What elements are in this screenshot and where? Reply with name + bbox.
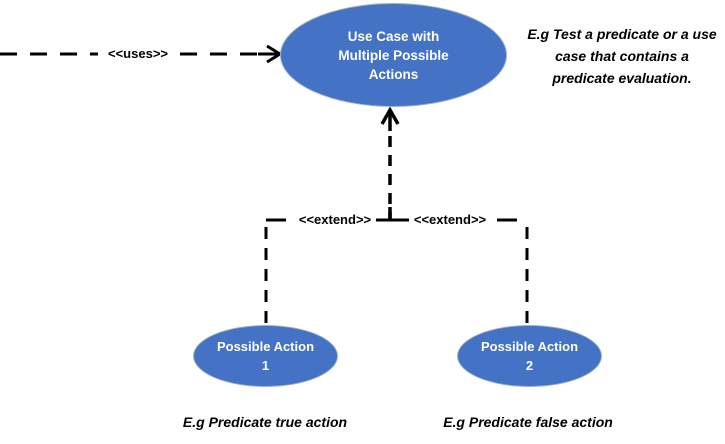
extend-right-stereotype-label: <<extend>> [409,211,491,229]
uses-stereotype-label: <<uses>> [98,45,178,63]
use-case-label-line: 2 [525,358,534,373]
use-case-label-line: Use Case with [347,28,440,44]
note-line: case that contains a [555,48,689,64]
use-case-label-line: Possible Action [480,339,579,354]
use-case-node-possible-action-2: Possible Action 2 [457,325,602,387]
use-case-label-line: Possible Action [216,339,315,354]
up-arrowhead-icon [380,106,400,125]
use-case-node-possible-action-1: Possible Action 1 [193,325,338,387]
use-case-label-line: 1 [261,358,270,373]
use-case-label-line: Actions [368,66,419,82]
note-line: predicate evaluation. [552,70,692,86]
note-possible-action-2: E.g Predicate false action [443,414,613,430]
extend-left-stereotype-label: <<extend>> [294,211,376,229]
use-case-node-main: Use Case with Multiple Possible Actions [280,3,507,107]
note-main-use-case: E.g Test a predicate or a use case that … [510,23,725,89]
note-line: E.g Test a predicate or a use [527,26,717,42]
use-case-label-line: Multiple Possible [338,47,449,63]
note-possible-action-1: E.g Predicate true action [182,414,348,430]
